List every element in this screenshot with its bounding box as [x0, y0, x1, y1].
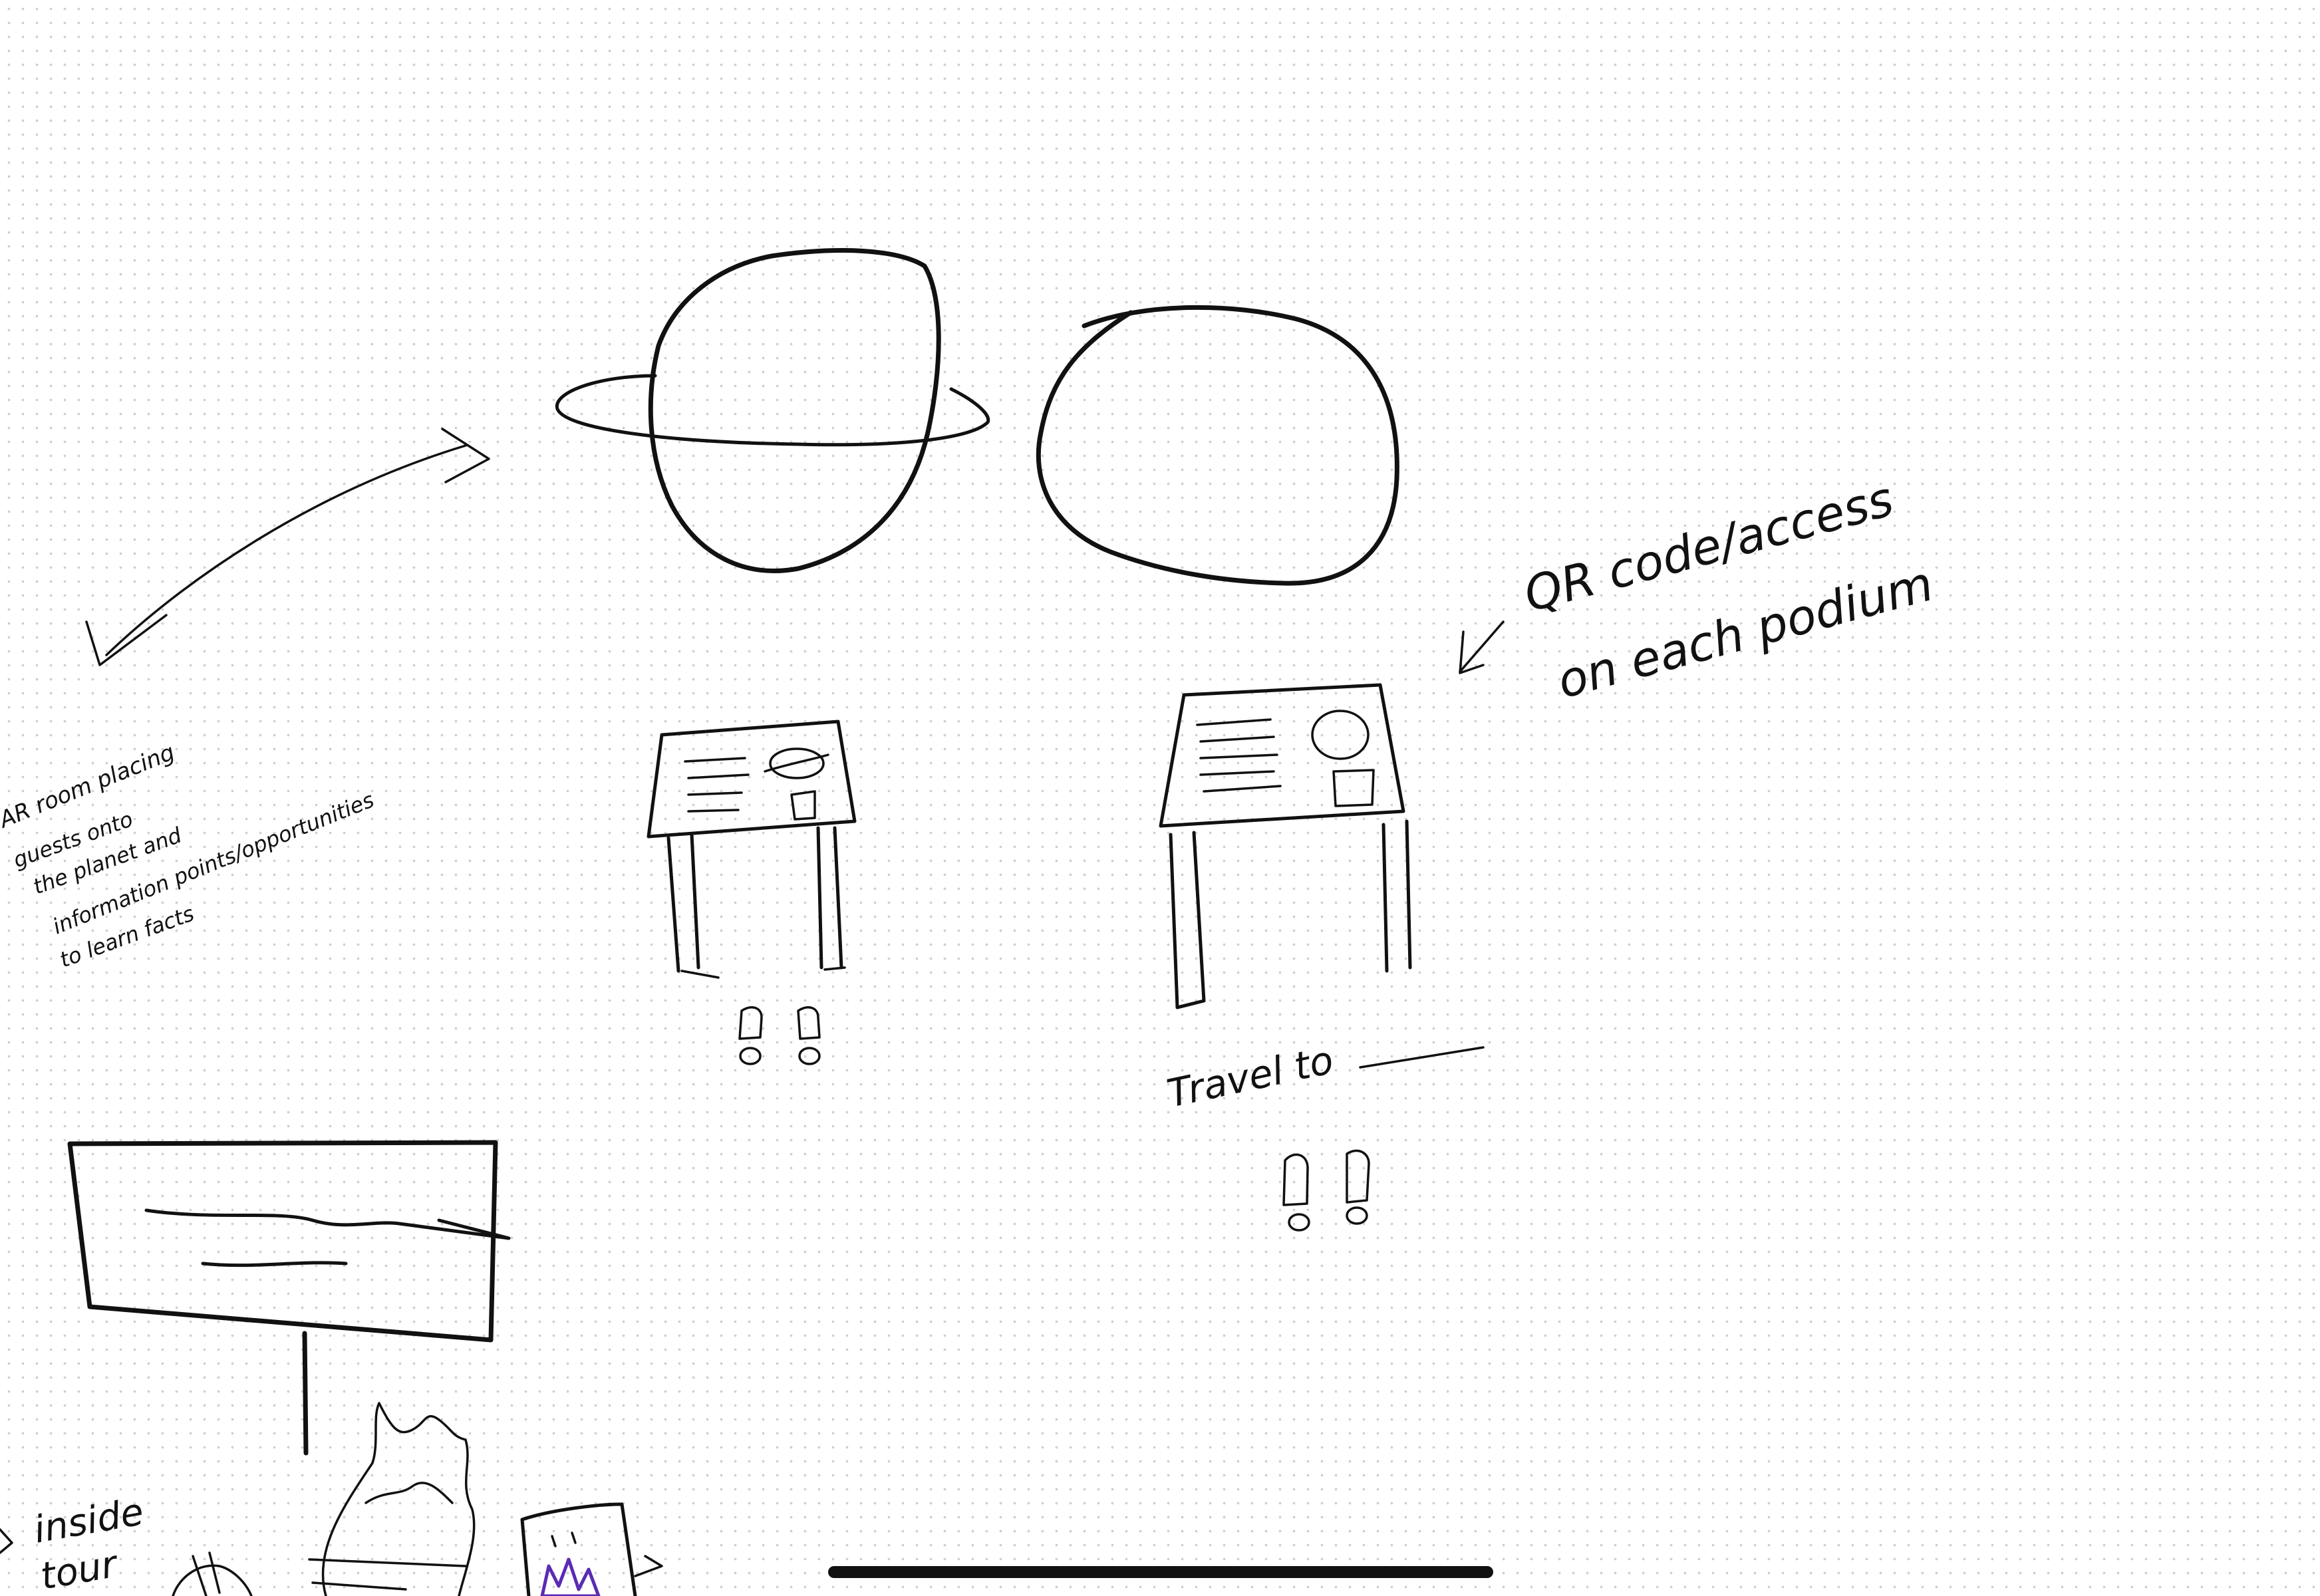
footprints-icon	[738, 1006, 821, 1065]
note-ar-room: AR room placing guests onto the planet a…	[0, 739, 378, 972]
sign-board	[67, 1140, 511, 1456]
footprints-icon-right	[1282, 1149, 1370, 1232]
note-inside-tour-line2: tour	[37, 1542, 122, 1596]
arrow-to-podium-icon	[1459, 620, 1505, 674]
home-indicator[interactable]	[828, 1566, 1493, 1578]
travel-blank-line	[1359, 1046, 1485, 1069]
double-arrow-icon	[85, 428, 490, 666]
podium-right	[1159, 683, 1412, 1009]
fire-doodle	[308, 1402, 476, 1596]
planet-sketch	[1036, 305, 1399, 586]
podium-left	[647, 720, 857, 979]
character-doodle	[520, 1502, 663, 1596]
saturn-sketch	[555, 248, 990, 573]
bike-doodle	[172, 1551, 253, 1596]
note-inside-tour-line1: inside	[31, 1490, 147, 1552]
note-travel-to: Travel to	[1163, 1037, 1338, 1117]
inside-tour-arrow-icon	[0, 1528, 13, 1554]
